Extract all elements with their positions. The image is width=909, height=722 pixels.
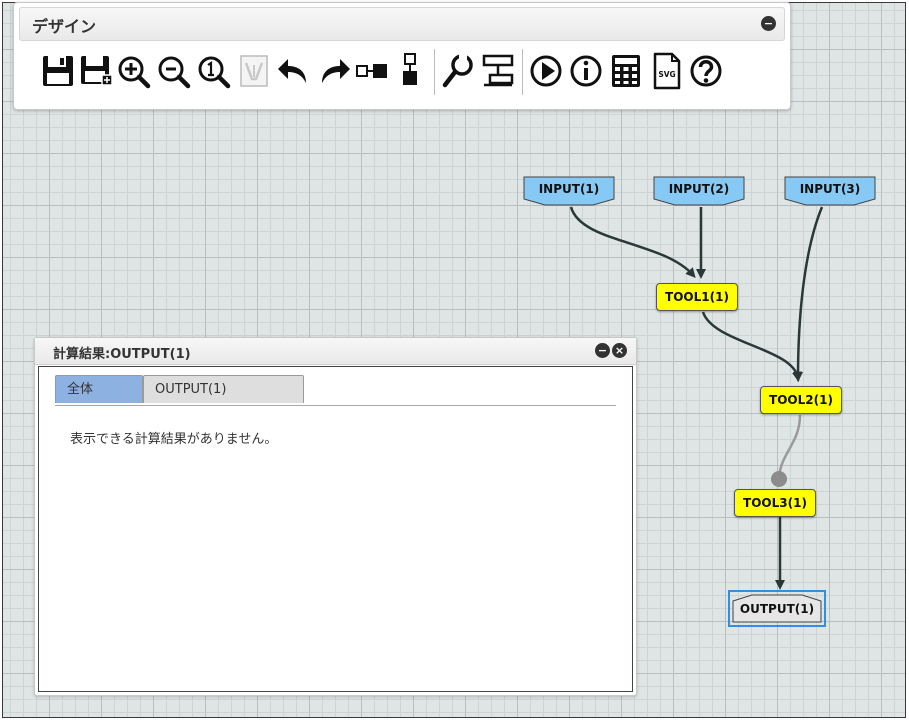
zoom-reset-icon bbox=[196, 51, 232, 91]
node-input-2[interactable]: INPUT(2) bbox=[653, 176, 745, 206]
svg-export-button[interactable]: SVG bbox=[648, 51, 684, 91]
settings-button[interactable] bbox=[440, 51, 476, 91]
node-tool-2[interactable]: TOOL2(1) bbox=[760, 386, 842, 414]
node-output-selection[interactable]: OUTPUT(1) bbox=[728, 590, 826, 627]
info-button[interactable] bbox=[568, 51, 604, 91]
edge-input1-tool1[interactable] bbox=[571, 207, 693, 275]
layout-horizontal-button[interactable] bbox=[354, 51, 390, 91]
save-as-button[interactable] bbox=[78, 51, 114, 91]
redo-icon bbox=[316, 51, 352, 91]
tab-all[interactable]: 全体 bbox=[55, 375, 143, 403]
arrange-icon bbox=[480, 51, 516, 91]
run-icon bbox=[528, 51, 564, 91]
empty-result-message: 表示できる計算結果がありません。 bbox=[70, 428, 277, 447]
design-panel: デザイン − bbox=[13, 2, 791, 110]
result-tabs: 全体 OUTPUT(1) bbox=[55, 375, 616, 406]
result-panel-body: 全体 OUTPUT(1) 表示できる計算結果がありません。 bbox=[38, 366, 633, 692]
settings-wrench-icon bbox=[440, 51, 476, 91]
redo-button[interactable] bbox=[316, 51, 352, 91]
node-tool-3[interactable]: TOOL3(1) bbox=[734, 489, 816, 517]
run-button[interactable] bbox=[528, 51, 564, 91]
toolbar-separator bbox=[434, 49, 435, 95]
minimize-icon[interactable]: − bbox=[761, 16, 776, 31]
layout-vertical-icon bbox=[392, 51, 428, 91]
edge-tool2-tool3[interactable] bbox=[779, 415, 800, 477]
edge-tool2-tool3-endpoint[interactable] bbox=[771, 471, 787, 487]
edge-tool1-tool2[interactable] bbox=[703, 312, 798, 378]
calculator-button[interactable] bbox=[608, 51, 644, 91]
zoom-out-button[interactable] bbox=[156, 51, 192, 91]
layout-horizontal-icon bbox=[354, 51, 390, 91]
design-panel-title: デザイン bbox=[32, 13, 96, 37]
tab-output-1[interactable]: OUTPUT(1) bbox=[143, 375, 304, 403]
zoom-in-button[interactable] bbox=[116, 51, 152, 91]
edge-input3-tool2[interactable] bbox=[798, 207, 822, 378]
zoom-out-icon bbox=[156, 51, 192, 91]
save-button[interactable] bbox=[40, 51, 76, 91]
toolbar-separator bbox=[522, 49, 523, 95]
save-icon bbox=[40, 51, 76, 91]
help-icon bbox=[688, 51, 724, 91]
design-panel-header[interactable]: デザイン − bbox=[19, 7, 785, 41]
node-label: INPUT(1) bbox=[523, 176, 615, 202]
close-icon[interactable]: × bbox=[612, 343, 627, 358]
layout-vertical-button[interactable] bbox=[392, 51, 428, 91]
svg-export-label: SVG bbox=[658, 70, 675, 79]
save-as-icon bbox=[78, 51, 114, 91]
arrange-button[interactable] bbox=[480, 51, 516, 91]
grid-toggle-button[interactable] bbox=[236, 51, 272, 91]
info-icon bbox=[568, 51, 604, 91]
svg-export-icon: SVG bbox=[648, 51, 684, 91]
zoom-in-icon bbox=[116, 51, 152, 91]
result-panel: 計算結果:OUTPUT(1) − × 全体 OUTPUT(1) 表示できる計算結… bbox=[34, 337, 637, 696]
node-tool-1[interactable]: TOOL1(1) bbox=[656, 283, 738, 311]
node-output-1[interactable]: OUTPUT(1) bbox=[732, 594, 822, 623]
result-panel-title: 計算結果:OUTPUT(1) bbox=[53, 343, 191, 362]
calculator-icon bbox=[608, 51, 644, 91]
undo-icon bbox=[276, 51, 312, 91]
undo-button[interactable] bbox=[276, 51, 312, 91]
node-label: OUTPUT(1) bbox=[732, 594, 822, 624]
result-panel-header[interactable]: 計算結果:OUTPUT(1) − × bbox=[35, 338, 636, 365]
zoom-reset-button[interactable] bbox=[196, 51, 232, 91]
node-label: INPUT(3) bbox=[784, 176, 876, 202]
grid-disabled-icon bbox=[236, 51, 272, 91]
node-label: INPUT(2) bbox=[653, 176, 745, 202]
node-input-3[interactable]: INPUT(3) bbox=[784, 176, 876, 206]
minimize-icon[interactable]: − bbox=[595, 343, 610, 358]
node-input-1[interactable]: INPUT(1) bbox=[523, 176, 615, 206]
help-button[interactable] bbox=[688, 51, 724, 91]
